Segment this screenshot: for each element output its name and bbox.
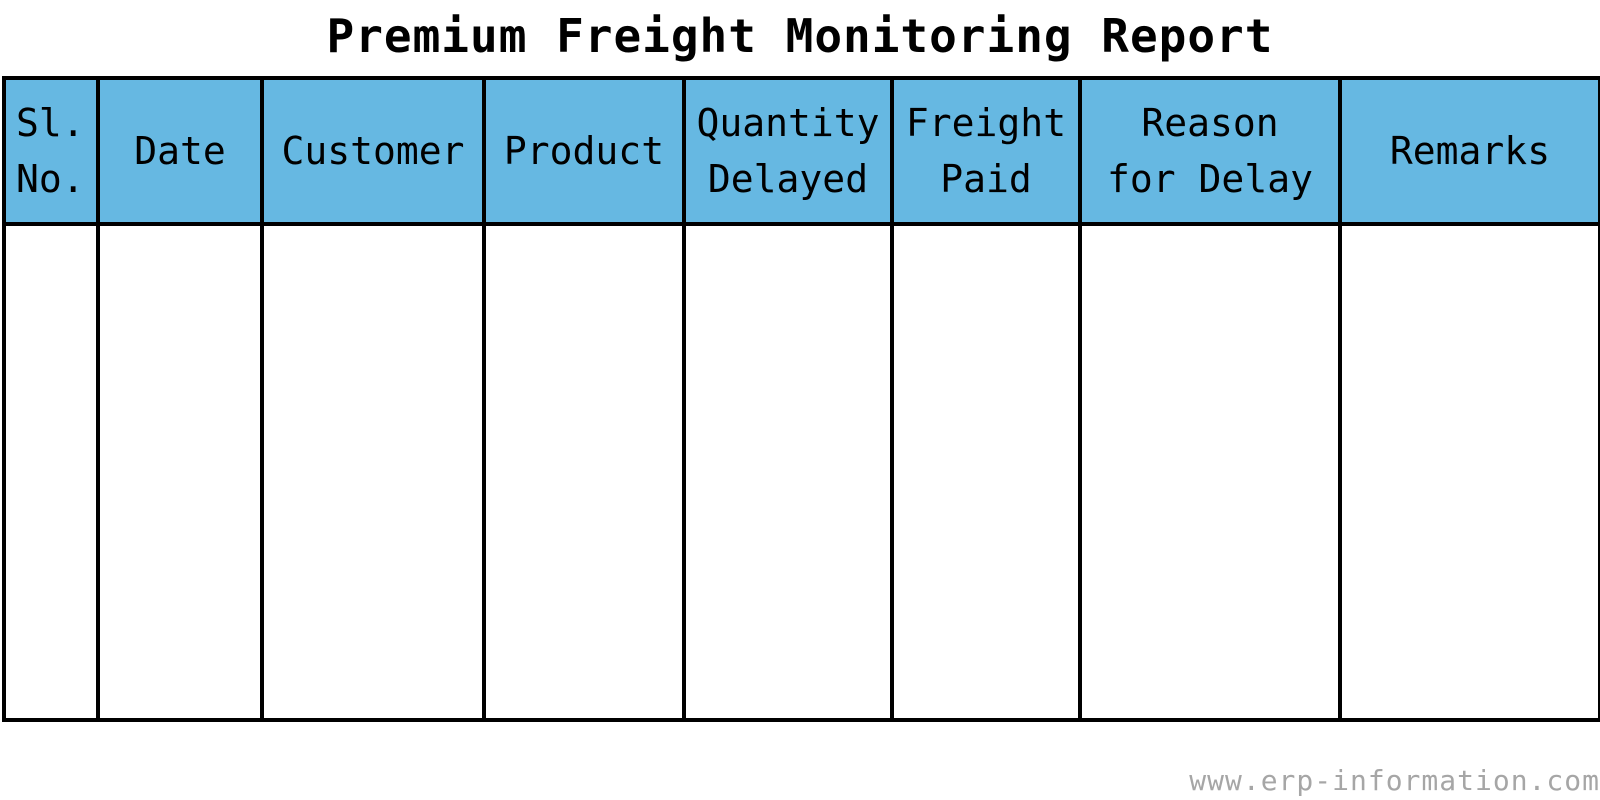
column-header-product: Product <box>482 76 686 226</box>
column-header-freight-paid: Freight Paid <box>890 76 1082 226</box>
freight-report-table: Sl. No. Date Customer Product Quantity D… <box>2 76 1600 722</box>
table-cell <box>2 222 100 722</box>
column-header-customer: Customer <box>260 76 486 226</box>
table-cell <box>1338 222 1600 722</box>
header-row: Sl. No. Date Customer Product Quantity D… <box>2 76 1600 226</box>
table-cell <box>482 222 686 722</box>
report-title: Premium Freight Monitoring Report <box>326 9 1274 63</box>
table-cell <box>890 222 1082 722</box>
column-header-quantity-delayed: Quantity Delayed <box>682 76 894 226</box>
table-cell <box>682 222 894 722</box>
table-row <box>2 222 1600 722</box>
column-header-remarks: Remarks <box>1338 76 1600 226</box>
column-header-date: Date <box>96 76 264 226</box>
site-watermark: www.erp-information.com <box>1189 764 1600 797</box>
table-cell <box>1078 222 1342 722</box>
column-header-reason-for-delay: Reason for Delay <box>1078 76 1342 226</box>
table-cell <box>260 222 486 722</box>
column-header-sl-no: Sl. No. <box>2 76 100 226</box>
table-cell <box>96 222 264 722</box>
